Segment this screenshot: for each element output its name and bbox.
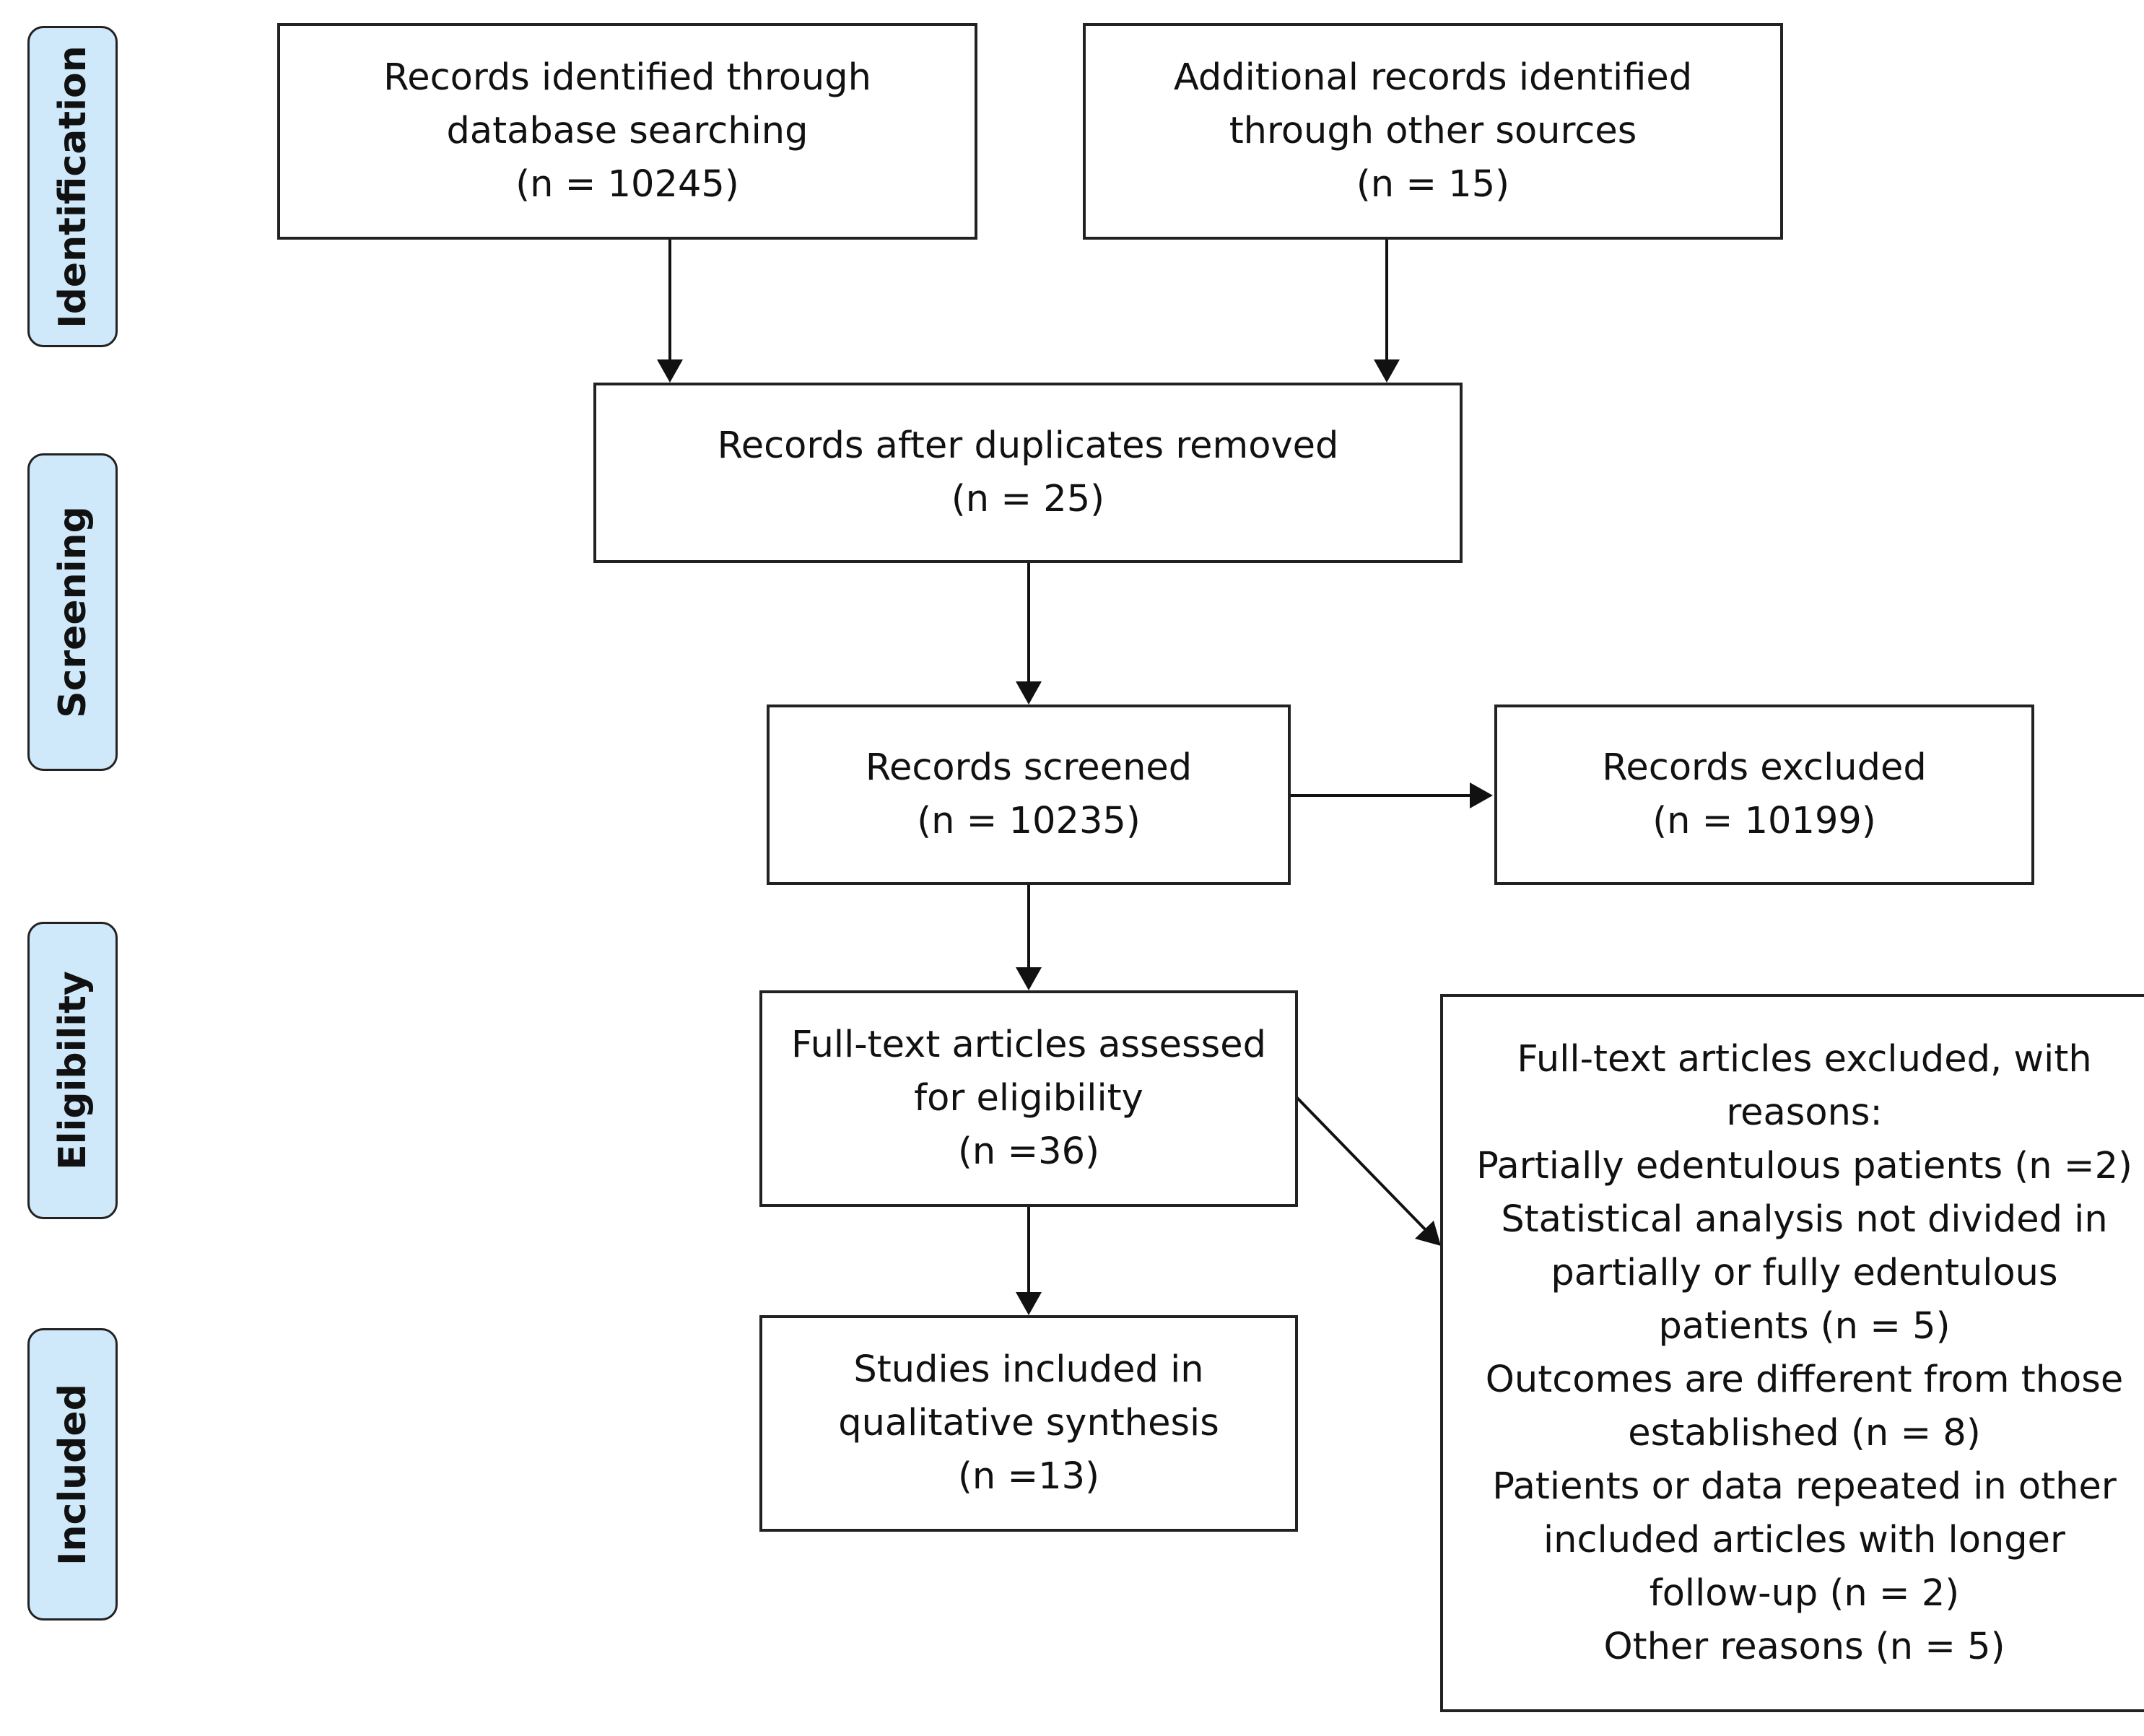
fulltext-excluded-line-1: Full-text articles excluded, with bbox=[1517, 1037, 2092, 1081]
arrow-assessed-to-fulltext-excluded bbox=[1295, 1096, 1426, 1231]
phase-eligibility-label: Eligibility bbox=[51, 971, 95, 1170]
arrowhead-assessed bbox=[1016, 967, 1042, 990]
database-records-count: (n = 10245) bbox=[515, 163, 739, 206]
fulltext-excluded-line-2: reasons: bbox=[1726, 1091, 1883, 1134]
fulltext-excluded-reason-outcomes-2: established (n = 8) bbox=[1628, 1411, 1981, 1454]
records-screened-line-1: Records screened bbox=[865, 746, 1193, 789]
arrowhead-excluded bbox=[1470, 782, 1493, 808]
other-sources-line-2: through other sources bbox=[1229, 110, 1637, 152]
after-duplicates-line-1: Records after duplicates removed bbox=[717, 424, 1339, 467]
studies-included-box: Studies included in qualitative synthesi… bbox=[759, 1315, 1298, 1532]
fulltext-excluded-box: Full-text articles excluded, with reason… bbox=[1440, 994, 2144, 1712]
phase-screening-label: Screening bbox=[51, 506, 95, 718]
fulltext-assessed-count: (n =36) bbox=[958, 1130, 1099, 1173]
arrowhead-fulltext-excluded bbox=[1415, 1221, 1441, 1246]
phase-eligibility: Eligibility bbox=[27, 922, 118, 1219]
fulltext-excluded-reason-statistical-3: patients (n = 5) bbox=[1658, 1304, 1951, 1348]
arrowhead-included bbox=[1016, 1292, 1042, 1315]
phase-identification-label: Identification bbox=[51, 45, 95, 328]
phase-included-label: Included bbox=[51, 1383, 95, 1566]
database-records-box: Records identified through database sear… bbox=[277, 23, 977, 240]
fulltext-assessed-box: Full-text articles assessed for eligibil… bbox=[759, 990, 1298, 1207]
fulltext-excluded-reason-outcomes-1: Outcomes are different from those bbox=[1485, 1358, 2124, 1401]
other-sources-records-box: Additional records identified through ot… bbox=[1083, 23, 1783, 240]
studies-included-line-1: Studies included in bbox=[853, 1348, 1204, 1391]
database-records-line-2: database searching bbox=[446, 110, 809, 152]
fulltext-excluded-reason-statistical-1: Statistical analysis not divided in bbox=[1501, 1198, 2108, 1241]
fulltext-excluded-reason-other: Other reasons (n = 5) bbox=[1603, 1625, 2005, 1668]
after-duplicates-box: Records after duplicates removed (n = 25… bbox=[593, 383, 1463, 563]
arrowhead-database bbox=[657, 359, 683, 383]
arrowhead-other-sources bbox=[1374, 359, 1400, 383]
fulltext-excluded-reason-statistical-2: partially or fully edentulous bbox=[1551, 1251, 2058, 1294]
records-excluded-box: Records excluded (n = 10199) bbox=[1494, 705, 2034, 885]
fulltext-excluded-reason-repeated-2: included articles with longer bbox=[1543, 1518, 2065, 1561]
fulltext-assessed-line-2: for eligibility bbox=[914, 1077, 1143, 1120]
fulltext-assessed-line-1: Full-text articles assessed bbox=[791, 1024, 1266, 1066]
records-excluded-line-1: Records excluded bbox=[1602, 746, 1927, 789]
arrowhead-screened bbox=[1016, 681, 1042, 705]
other-sources-line-1: Additional records identified bbox=[1173, 56, 1693, 99]
phase-screening: Screening bbox=[27, 453, 118, 771]
records-screened-count: (n = 10235) bbox=[917, 800, 1141, 842]
studies-included-line-2: qualitative synthesis bbox=[838, 1402, 1219, 1444]
database-records-line-1: Records identified through bbox=[383, 56, 871, 99]
fulltext-excluded-reason-repeated-1: Patients or data repeated in other bbox=[1492, 1465, 2117, 1508]
after-duplicates-count: (n = 25) bbox=[951, 478, 1105, 520]
studies-included-count: (n =13) bbox=[958, 1455, 1099, 1498]
records-screened-box: Records screened (n = 10235) bbox=[767, 705, 1291, 885]
fulltext-excluded-reason-partially-edentulous: Partially edentulous patients (n =2) bbox=[1476, 1144, 2132, 1187]
phase-identification: Identification bbox=[27, 26, 118, 347]
other-sources-count: (n = 15) bbox=[1356, 163, 1510, 206]
fulltext-excluded-reason-repeated-3: follow-up (n = 2) bbox=[1649, 1571, 1960, 1615]
records-excluded-count: (n = 10199) bbox=[1652, 800, 1876, 842]
phase-included: Included bbox=[27, 1328, 118, 1621]
